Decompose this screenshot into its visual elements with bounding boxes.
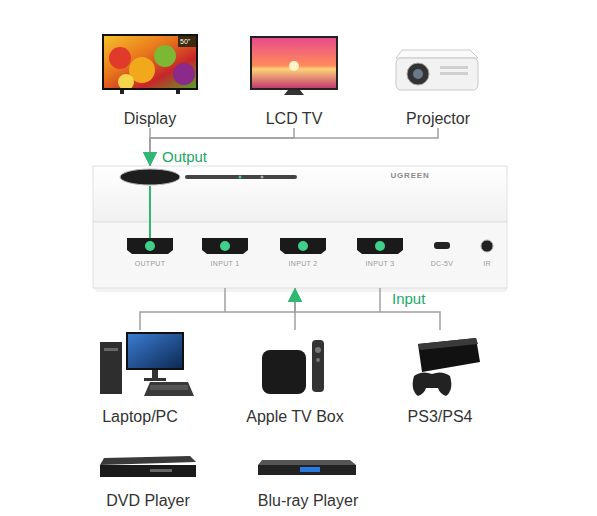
- device-name: PS3/PS4: [408, 407, 473, 426]
- port-label: IR: [483, 259, 491, 268]
- port-label: INPUT 3: [366, 259, 395, 268]
- ps3-icon: [413, 338, 480, 396]
- device-box: LCD TV: [248, 30, 340, 128]
- signal-connector: [295, 288, 440, 330]
- display-icon: [102, 34, 198, 94]
- hdmi-switch: UGREEN OUTPUT INPUT 1 INPUT 2 INPUT 3 DC-5V IR: [92, 166, 508, 288]
- device-box: DVD Player: [98, 452, 198, 510]
- port-label: UGREEN: [390, 171, 429, 180]
- bluray-player-icon: [258, 460, 356, 475]
- port-label: INPUT 1: [211, 259, 240, 268]
- input-leader-lines: [225, 288, 380, 312]
- port-label: DC-5V: [431, 259, 454, 268]
- port-label: OUTPUT: [135, 259, 166, 268]
- device-box: Laptop/PC: [90, 330, 190, 426]
- device-box: Projector: [395, 30, 481, 128]
- device-box: Blu-ray Player: [254, 452, 363, 510]
- projector-icon: [396, 50, 478, 90]
- output-label: Output: [162, 148, 207, 165]
- device-name: Projector: [406, 109, 470, 128]
- screen-size: 50": [180, 38, 190, 46]
- signal-connector: [140, 288, 295, 330]
- signal-connector: [150, 128, 438, 166]
- pc-icon: [100, 332, 194, 396]
- device-name: Blu-ray Player: [258, 491, 358, 510]
- device-name: Display: [124, 109, 176, 128]
- input-label: Input: [392, 290, 425, 307]
- port-label: INPUT 2: [289, 259, 318, 268]
- dvd-player-icon: [100, 456, 196, 477]
- lcd-tv-icon: [250, 36, 338, 95]
- apple-tv-icon: [262, 340, 324, 394]
- device-box: PS3/PS4: [400, 330, 480, 426]
- hdmi-switch-body: [93, 166, 507, 292]
- device-name: DVD Player: [106, 491, 190, 510]
- device-box: Apple TV Box: [242, 330, 348, 426]
- device-name: Apple TV Box: [246, 407, 344, 426]
- signal-connector: [150, 128, 294, 166]
- device-name: Laptop/PC: [102, 407, 178, 426]
- device-name: LCD TV: [266, 109, 323, 128]
